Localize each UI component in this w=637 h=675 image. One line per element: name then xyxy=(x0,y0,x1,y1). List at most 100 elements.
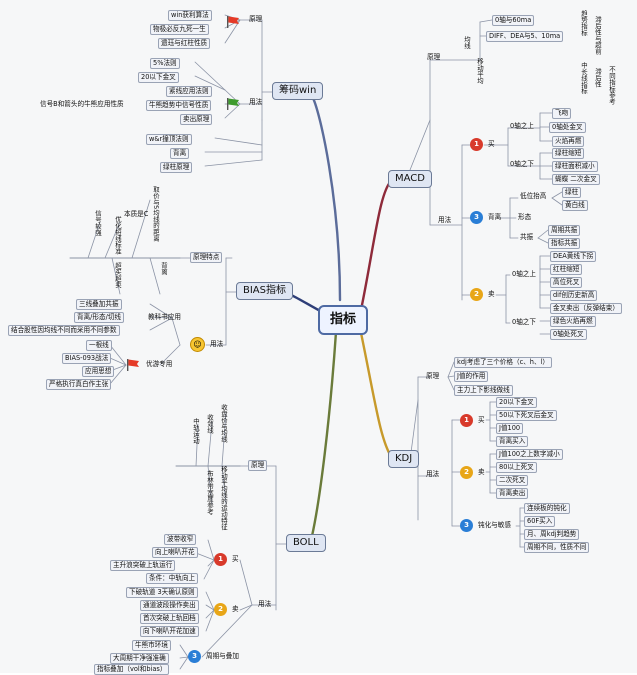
win-extra-item[interactable]: 绿柱原理 xyxy=(160,162,193,173)
bias-vert-item: 超买超卖 xyxy=(114,262,122,288)
macd-buy-up-item[interactable]: 飞吻 xyxy=(552,108,572,119)
bias-jiaokeshu-item[interactable]: 背离/形态/切线 xyxy=(74,312,125,323)
macd-div-label: 背离 xyxy=(488,213,502,221)
connector-line xyxy=(109,344,127,366)
boll-buy-item[interactable]: 条件：中轨向上 xyxy=(146,573,199,584)
win-topic[interactable]: 筹码win xyxy=(272,82,324,100)
boll-cycle-item[interactable]: 指标叠加（vol和bias） xyxy=(94,664,170,675)
boll-cycle-item[interactable]: 牛熊市环境 xyxy=(132,640,171,651)
win-extra-item[interactable]: w&r撞顶法则 xyxy=(146,134,192,145)
win-yongfa-item[interactable]: 紧线应用法则 xyxy=(166,86,212,97)
kdj-yuanli-item[interactable]: kdj考虑了三个价格（c、h、l） xyxy=(454,357,553,368)
macd-buy-down-item[interactable]: 绿柱缩短 xyxy=(552,148,585,159)
boll-yuanli-label[interactable]: 原理 xyxy=(248,460,268,471)
macd-sell-down-item[interactable]: 绿色火焰再燃 xyxy=(550,316,596,327)
branch-kdj xyxy=(358,326,394,460)
macd-sell-up-item[interactable]: 金叉卖出（反弹结束） xyxy=(550,303,622,314)
macd-gongzhen-item[interactable]: 指标共振 xyxy=(548,238,581,249)
connector-line xyxy=(111,257,121,295)
bias-jiaokeshu-item[interactable]: 三线叠加共振 xyxy=(76,299,122,310)
connector-line xyxy=(204,159,263,167)
kdj-buy-item[interactable]: J值100 xyxy=(496,423,524,434)
macd-buy-down-item[interactable]: 蝴蝶 二次金叉 xyxy=(552,174,600,185)
win-yongfa-label: 用法 xyxy=(249,98,263,106)
macd-buy-up-item[interactable]: 火焰再燃 xyxy=(552,136,585,147)
macd-buy-up-item[interactable]: 0轴处金叉 xyxy=(549,122,586,133)
bias-vert-item: 取价与5均线的距离 xyxy=(152,186,160,242)
macd-sell-up-item[interactable]: 高位死叉 xyxy=(550,277,583,288)
kdj-buy-item[interactable]: 50以下死叉后金叉 xyxy=(496,410,557,421)
boll-sell-item[interactable]: 下破轨道 3天确认原则 xyxy=(126,587,198,598)
number-3-icon: 3 xyxy=(470,211,483,224)
bias-vert-item: 信号较强 xyxy=(94,210,102,236)
connector-line xyxy=(447,361,455,378)
kdj-sell-item[interactable]: 背离卖出 xyxy=(496,488,529,499)
bias-jiaokeshu-item[interactable]: 结合股性因均线不同而采用不同参数 xyxy=(8,325,120,336)
kdj-topic[interactable]: KDJ xyxy=(388,450,420,468)
bias-youyou-item[interactable]: BIAS-093战法 xyxy=(62,353,112,364)
win-yuanli-item[interactable]: 物极必反九死一生 xyxy=(150,24,209,35)
connector-line xyxy=(104,221,121,259)
bias-youyou-item[interactable]: 一根线 xyxy=(86,340,112,351)
bias-benzhi: 本质是C xyxy=(124,210,149,218)
boll-cycle-item[interactable]: 大周期干净强准确 xyxy=(110,653,169,664)
kdj-conv-label: 钝化与敏感 xyxy=(478,521,511,529)
connector-line xyxy=(179,656,189,670)
win-yuanli-item[interactable]: win获利算法 xyxy=(168,10,212,21)
macd-yuanli-item[interactable]: 0轴与60ma xyxy=(492,15,535,26)
macd-low-item[interactable]: 绿柱 xyxy=(562,187,582,198)
boll-sell-item[interactable]: 向下喇叭开花加速 xyxy=(140,626,199,637)
win-yongfa-item[interactable]: 卖出原理 xyxy=(180,114,213,125)
connector-line xyxy=(205,609,215,619)
kdj-yuanli-item[interactable]: 主力上下影线做线 xyxy=(454,385,513,396)
bias-topic[interactable]: BIAS指标 xyxy=(236,282,293,300)
number-2-icon: 2 xyxy=(214,603,227,616)
bias-yuanli-label[interactable]: 原理特点 xyxy=(190,252,223,263)
macd-topic[interactable]: MACD xyxy=(388,170,432,188)
win-yongfa-left-item[interactable]: 20以下金叉 xyxy=(138,72,179,83)
macd-low-item[interactable]: 黄白线 xyxy=(562,200,588,211)
connector-line xyxy=(207,559,215,567)
kdj-sell-item[interactable]: 80以上死叉 xyxy=(496,462,537,473)
center-node[interactable]: 指标 xyxy=(318,305,369,335)
kdj-buy-item[interactable]: 背离买入 xyxy=(496,436,529,447)
macd-sell-up-item[interactable]: DEA黄线下拐 xyxy=(550,251,597,262)
kdj-conv-item[interactable]: 周期不同，性质不同 xyxy=(524,542,590,553)
kdj-buy-item[interactable]: 20以下金叉 xyxy=(496,397,537,408)
macd-gongzhen-item[interactable]: 周期共振 xyxy=(548,225,581,236)
win-extra-item[interactable]: 背离 xyxy=(170,148,190,159)
macd-yongfa-label: 用法 xyxy=(438,216,452,224)
boll-buy-item[interactable]: 主升浪突破上轨运行 xyxy=(110,560,176,571)
connector-line xyxy=(447,376,455,391)
boll-sell-item[interactable]: 首次突破上轨回档 xyxy=(140,613,199,624)
connector-line xyxy=(239,604,253,611)
macd-buy-down-item[interactable]: 绿柱面积减小 xyxy=(552,161,598,172)
macd-sell-down-item[interactable]: 0轴处死叉 xyxy=(550,329,587,340)
boll-sell-item[interactable]: 通道波段操作卖出 xyxy=(140,600,199,611)
connector-line xyxy=(409,119,431,171)
connector-line xyxy=(207,465,213,505)
macd-low-label: 低位抬高 xyxy=(520,192,547,200)
win-yongfa-left-item[interactable]: 5%法则 xyxy=(150,58,180,69)
kdj-conv-item[interactable]: 60F买入 xyxy=(524,516,556,527)
boll-vert-item: 移动平均线的运动特征 xyxy=(220,466,228,530)
macd-sell-up-item[interactable]: dif创历史新高 xyxy=(550,290,598,301)
bias-youyou-item[interactable]: 应用思想 xyxy=(82,366,115,377)
macd-yuanli-item[interactable]: DIFF、DEA与5、10ma xyxy=(486,31,564,42)
win-yongfa-item[interactable]: 牛熊趋势中信号性质 xyxy=(146,100,212,111)
win-yuanli-item[interactable]: 遗珏与红柱性质 xyxy=(158,38,211,49)
kdj-conv-item[interactable]: 连续板的钝化 xyxy=(524,503,570,514)
macd-sell-up-item[interactable]: 红柱缩短 xyxy=(550,264,583,275)
kdj-conv-item[interactable]: 月、周kdj判趋势 xyxy=(524,529,580,540)
kdj-yuanli-item[interactable]: J值的作用 xyxy=(454,371,489,382)
number-3-icon: 3 xyxy=(188,650,201,663)
bias-youyou-item[interactable]: 严格执行真白作主张 xyxy=(46,379,112,390)
connector-line xyxy=(221,411,227,467)
boll-topic[interactable]: BOLL xyxy=(286,534,326,552)
kdj-sell-item[interactable]: 二次死叉 xyxy=(496,475,529,486)
boll-buy-item[interactable]: 向上喇叭开花 xyxy=(152,547,198,558)
boll-buy-item[interactable]: 波带收窄 xyxy=(164,534,197,545)
kdj-sell-item[interactable]: J值100之上数字减小 xyxy=(496,449,563,460)
